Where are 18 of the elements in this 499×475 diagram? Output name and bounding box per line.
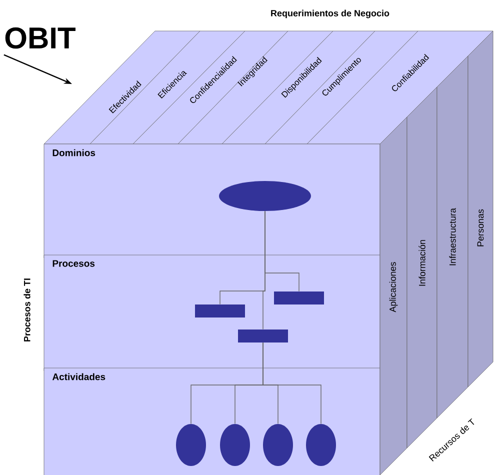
oval-shape	[220, 424, 250, 466]
bar-shape	[195, 304, 245, 318]
node-label: Aplicaciones	[389, 262, 398, 312]
oval-shape	[306, 424, 336, 466]
face-heading: Procesos de TI	[24, 278, 30, 342]
bar-shape	[238, 330, 288, 342]
oval-shape	[176, 424, 206, 466]
face-heading: Requerimientos de Negocio	[271, 10, 390, 18]
layer-band: Procesos	[44, 254, 380, 372]
connector	[262, 342, 322, 424]
resource-strip: Personas	[468, 30, 494, 388]
bar-shape	[274, 292, 324, 304]
oval-shape	[219, 181, 311, 211]
resource-strip: Infraestructura	[436, 56, 468, 418]
oval-shape	[263, 424, 293, 466]
resource-strip: Información	[406, 86, 438, 448]
resource-strip: Aplicaciones	[380, 116, 408, 475]
connector	[264, 210, 300, 292]
